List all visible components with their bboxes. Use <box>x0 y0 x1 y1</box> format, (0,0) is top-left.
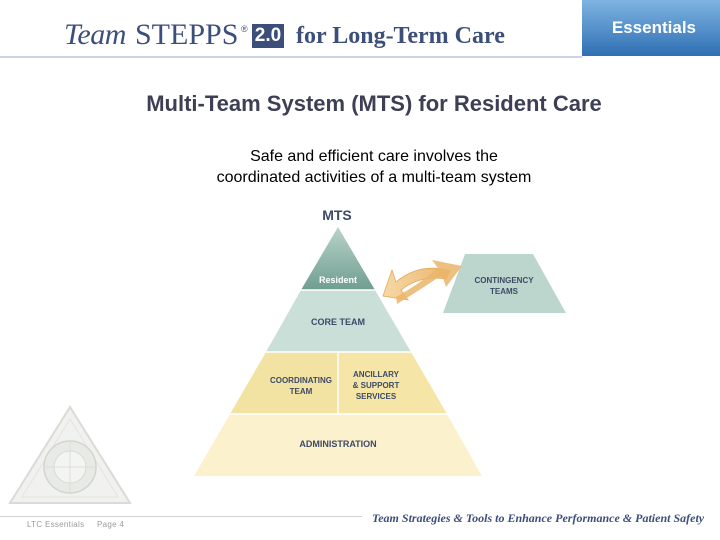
exchange-arrow-head-icon <box>396 260 462 304</box>
teamstepps-watermark-icon <box>8 405 132 504</box>
logo-team-text: Team <box>64 18 126 51</box>
subtitle-line-1: Safe and efficient care involves the <box>250 148 498 165</box>
footer-module-label: LTC Essentials <box>27 520 85 529</box>
footer-page-number: Page 4 <box>97 520 125 529</box>
ancillary-label-line-2: & SUPPORT <box>353 381 400 390</box>
slide-subtitle: Safe and efficient care involves the coo… <box>0 146 720 188</box>
resident-layer <box>301 227 375 290</box>
logo-subtitle: for Long-Term Care <box>296 23 505 49</box>
mts-heading: MTS <box>322 207 352 223</box>
essentials-tab-label: Essentials <box>611 18 696 37</box>
contingency-teams-box <box>443 254 566 313</box>
core-team-layer <box>266 290 411 352</box>
coordinating-team-label-line-1: COORDINATING <box>270 376 332 385</box>
contingency-label-line-1: CONTINGENCY <box>474 276 534 285</box>
ancillary-label-line-3: SERVICES <box>356 392 397 401</box>
footer-divider <box>0 516 362 517</box>
header: Team STEPPS ® 2.0 for Long-Term Care Ess… <box>0 0 720 58</box>
administration-layer <box>194 414 482 476</box>
core-team-label: CORE TEAM <box>311 317 365 327</box>
footer-tagline: Team Strategies & Tools to Enhance Perfo… <box>372 511 705 525</box>
slide-title: Multi-Team System (MTS) for Resident Car… <box>146 91 602 116</box>
subtitle-line-2: coordinated activities of a multi-team s… <box>216 169 532 186</box>
contingency-label-line-2: TEAMS <box>490 287 519 296</box>
logo-version-badge: 2.0 <box>252 24 284 48</box>
ancillary-layer <box>338 352 447 414</box>
resident-label: Resident <box>319 275 357 285</box>
header-divider <box>0 56 582 58</box>
coordinating-team-label-line-2: TEAM <box>290 387 313 396</box>
logo-registered-mark: ® <box>241 24 248 34</box>
ancillary-label-line-1: ANCILLARY <box>353 370 400 379</box>
essentials-tab: Essentials <box>582 0 720 56</box>
administration-label: ADMINISTRATION <box>299 439 376 449</box>
logo-stepps-text: STEPPS <box>135 18 239 51</box>
coordinating-team-layer <box>230 352 338 414</box>
